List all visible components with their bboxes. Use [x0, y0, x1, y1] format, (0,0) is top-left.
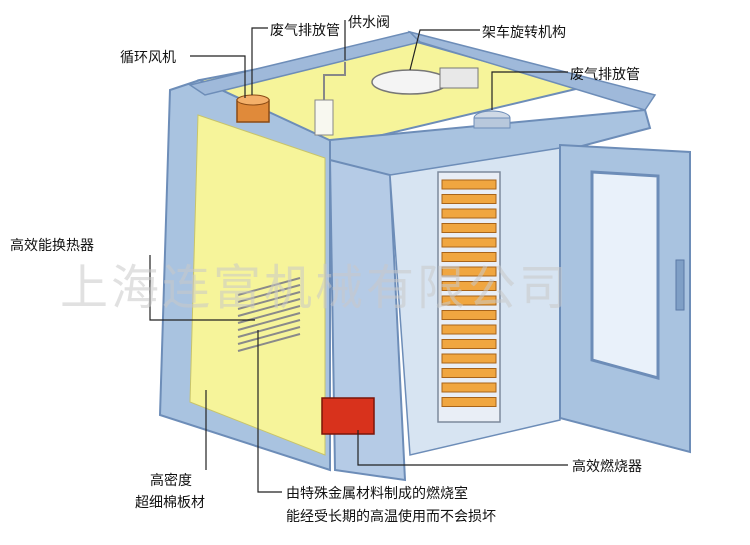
rack-tray — [442, 224, 496, 233]
label-exhaust-pipe-top: 废气排放管 — [270, 20, 340, 40]
label-insulation-line1: 高密度 — [150, 470, 192, 490]
label-burner: 高效燃烧器 — [572, 456, 642, 476]
label-cart-rotation: 架车旋转机构 — [482, 22, 566, 42]
door-window — [592, 172, 658, 378]
rack-tray — [442, 180, 496, 189]
door-handle — [676, 260, 684, 310]
burner-box — [322, 398, 374, 434]
rotation-disc — [372, 70, 448, 94]
water-tank — [315, 100, 333, 135]
rack-tray — [442, 398, 496, 407]
watermark: 上海连富机械有限公司 — [60, 248, 570, 318]
fan-top — [237, 95, 269, 105]
label-chamber-line1: 由特殊金属材料制成的燃烧室 — [286, 483, 468, 503]
rack-tray — [442, 325, 496, 334]
label-exhaust-pipe-right: 废气排放管 — [570, 64, 640, 84]
rotation-motor — [440, 68, 478, 88]
rack-tray — [442, 354, 496, 363]
rack-tray — [442, 369, 496, 378]
rack-tray — [442, 238, 496, 247]
rack-tray — [442, 195, 496, 204]
label-circulation-fan: 循环风机 — [120, 47, 176, 67]
label-insulation-line2: 超细棉板材 — [135, 492, 205, 512]
rack-tray — [442, 383, 496, 392]
label-water-valve: 供水阀 — [348, 12, 390, 32]
exhaust-pipe-right-body — [474, 118, 510, 128]
rack-tray — [442, 340, 496, 349]
label-chamber-line2: 能经受长期的高温使用而不会损坏 — [286, 506, 496, 526]
rack-tray — [442, 209, 496, 218]
